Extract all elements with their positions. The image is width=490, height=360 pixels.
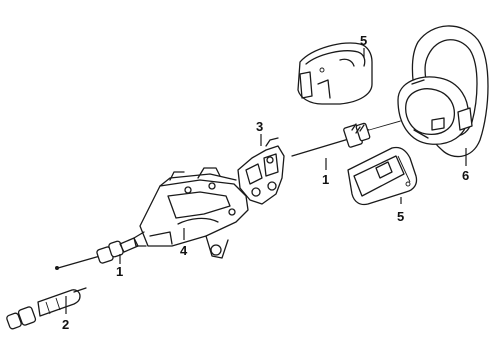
callout-6: 6 <box>462 168 469 183</box>
steering-wheel <box>397 25 489 158</box>
callout-1-lower: 1 <box>116 264 123 279</box>
callout-2: 2 <box>62 317 69 332</box>
callout-4: 4 <box>180 243 188 258</box>
lower-shroud <box>347 146 418 206</box>
callout-5-upper: 5 <box>360 33 367 48</box>
callout-1-upper: 1 <box>322 172 329 187</box>
column-housing <box>133 167 249 259</box>
callout-3: 3 <box>256 119 263 134</box>
upper-shroud <box>297 42 373 105</box>
mounting-bracket <box>235 137 285 211</box>
lower-intermediate-shaft <box>55 237 139 270</box>
callout-5-lower: 5 <box>397 209 404 224</box>
lower-universal-joint <box>6 287 87 330</box>
upper-steering-shaft <box>291 119 401 157</box>
